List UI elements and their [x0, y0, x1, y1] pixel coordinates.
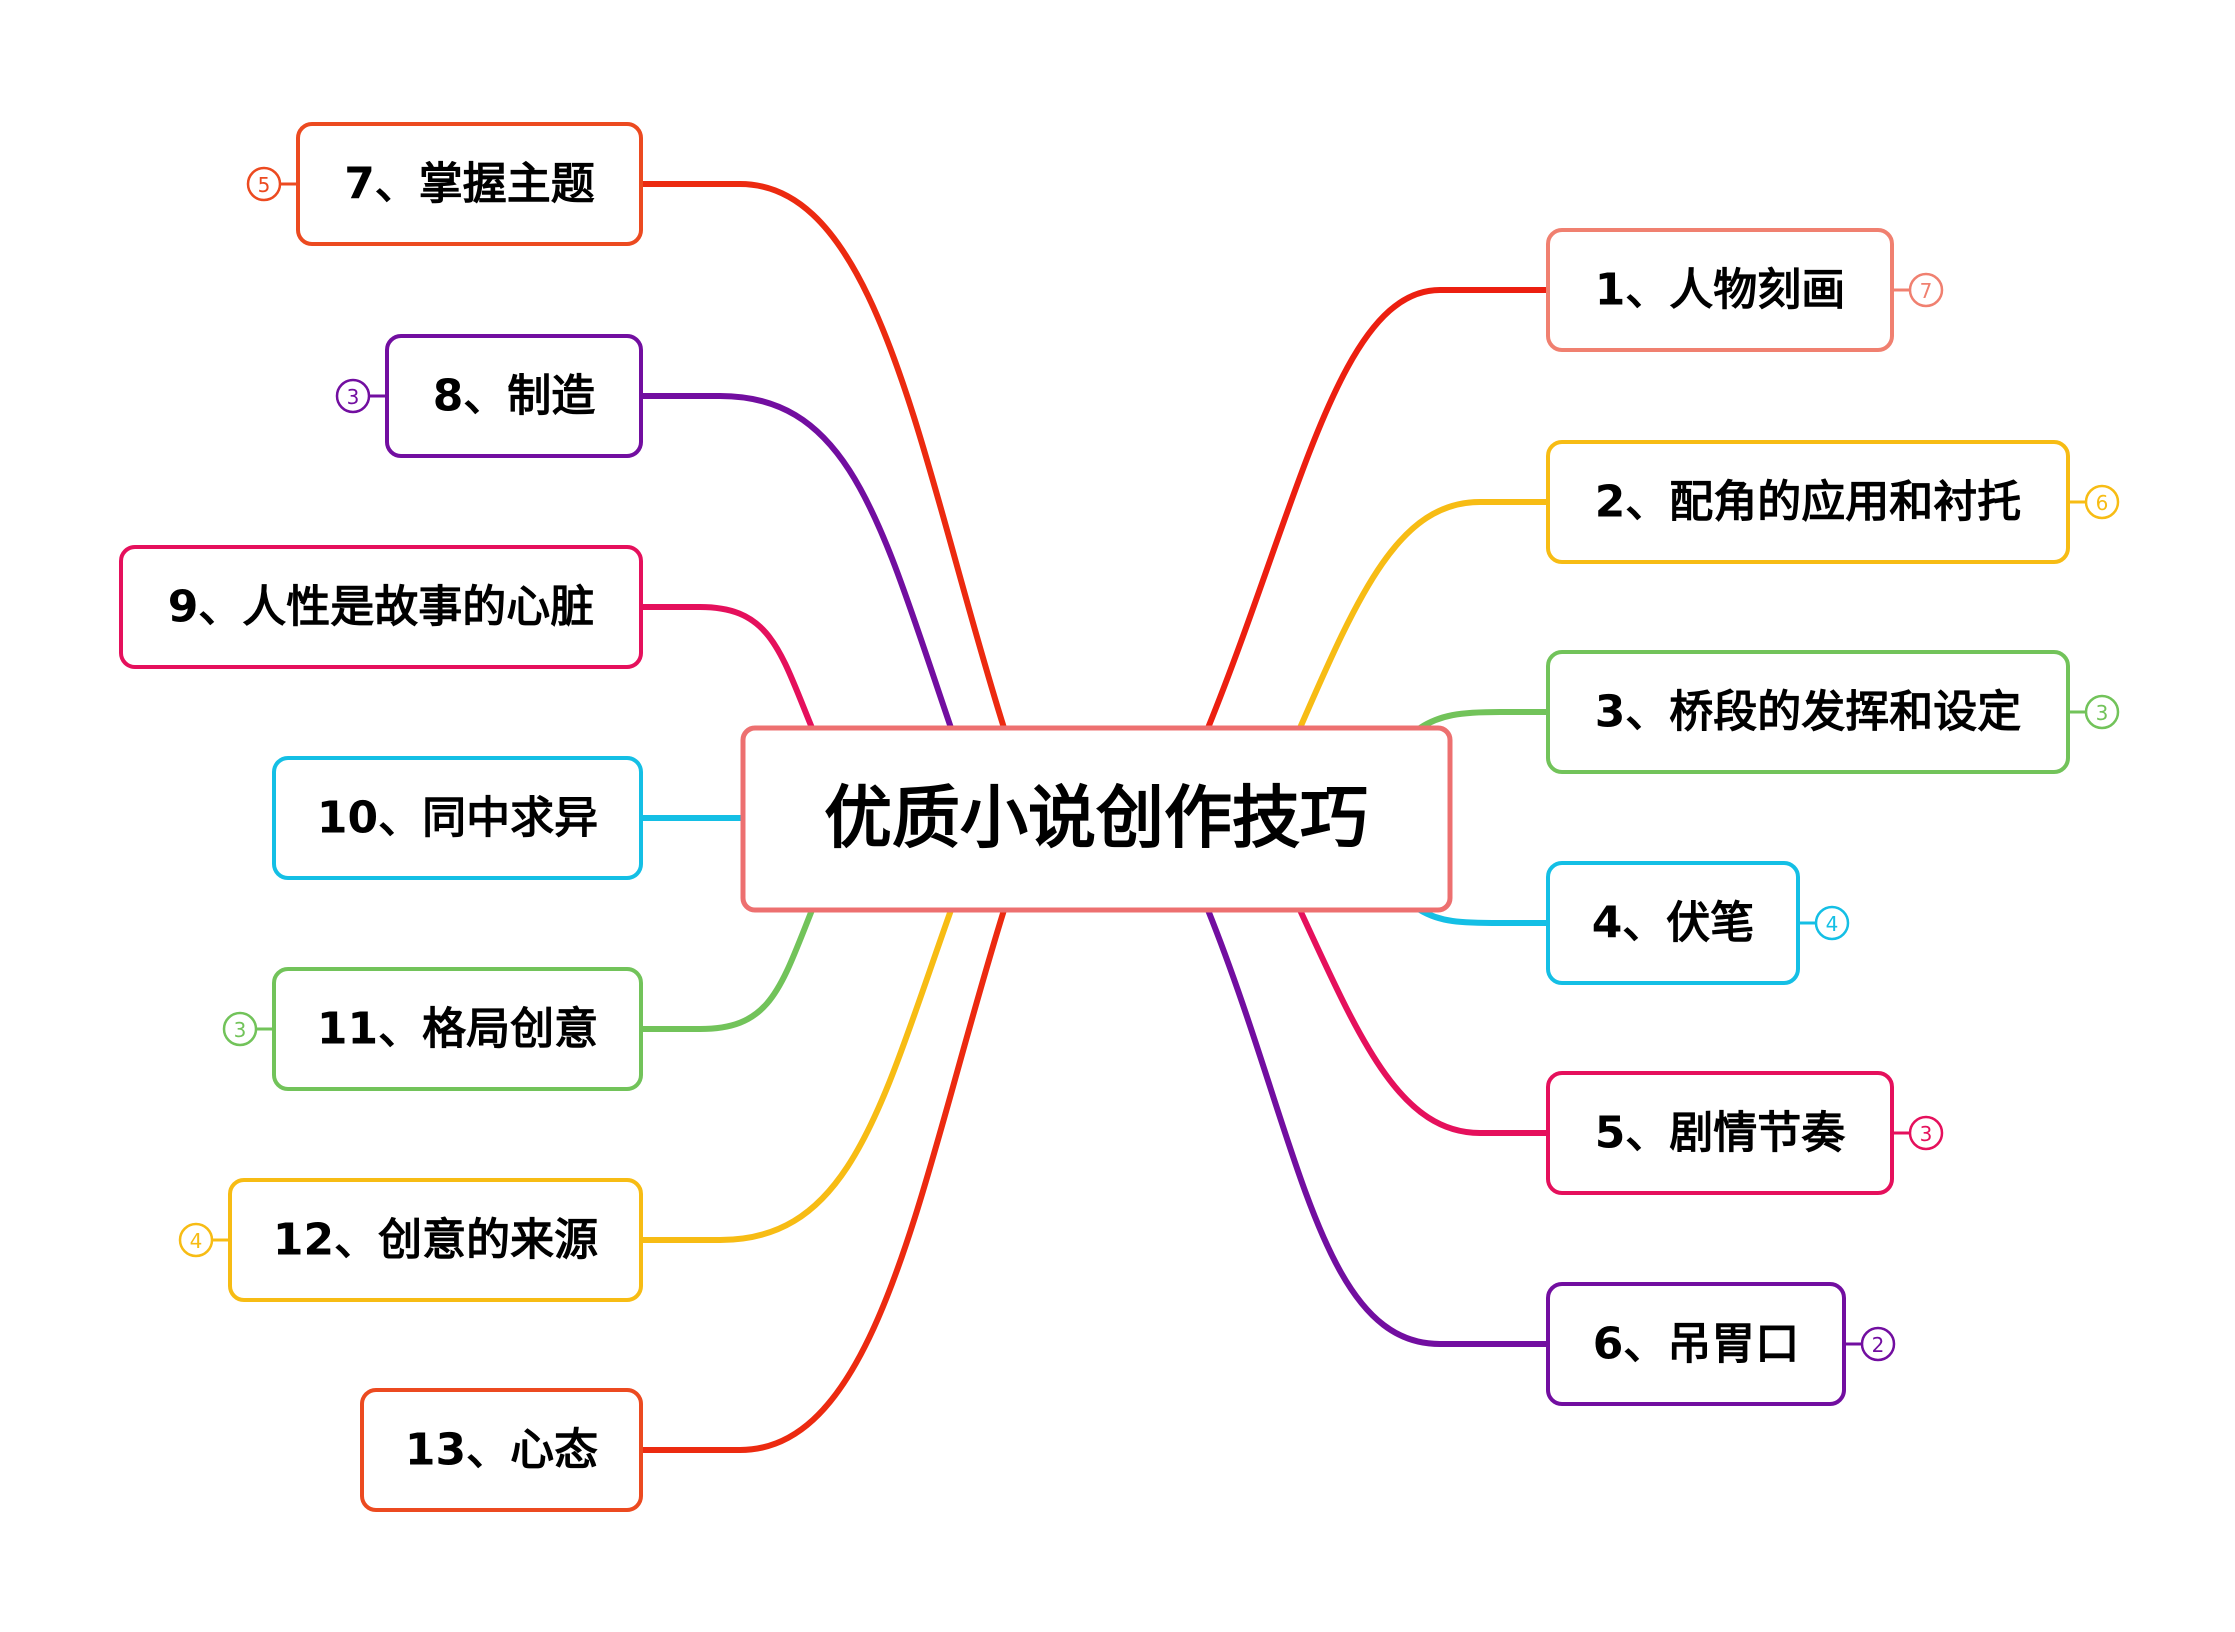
topic-box: [272, 756, 643, 880]
branch-nodes: 1、人物刻画 7 2、配角的应用和衬托 6 3、桥段的发挥和设定 3 4、伏笔 4 5、剧情节奏…: [119, 122, 2120, 1512]
connector-b11: [638, 907, 815, 1032]
topic-node-b1[interactable]: 1、人物刻画 7: [1546, 228, 1944, 352]
topic-node-b2[interactable]: 2、配角的应用和衬托 6: [1546, 440, 2120, 564]
collapse-badge[interactable]: [222, 1011, 258, 1047]
topic-label: 7、掌握主题: [344, 159, 595, 210]
topic-label: 10、同中求异: [317, 793, 598, 844]
topic-node-b5[interactable]: 5、剧情节奏 3: [1546, 1071, 1944, 1195]
collapse-badge[interactable]: [335, 378, 371, 414]
topic-label: 8、制造: [433, 371, 596, 422]
topic-node-b7[interactable]: 7、掌握主题 5: [246, 122, 643, 246]
topic-node-b6[interactable]: 6、吊胃口 2: [1546, 1282, 1896, 1406]
topic-label: 9、人性是故事的心脏: [168, 582, 595, 633]
child-count: 4: [190, 1229, 203, 1253]
topic-label: 11、格局创意: [317, 1004, 598, 1055]
child-count: 3: [2096, 701, 2109, 725]
connector-b13: [638, 907, 1007, 1453]
topic-label: 12、创意的来源: [273, 1215, 598, 1266]
topic-box: [119, 545, 643, 669]
collapse-badge[interactable]: [1860, 1326, 1896, 1362]
topic-label: 3、桥段的发挥和设定: [1595, 687, 2022, 738]
connector-b12: [638, 907, 954, 1243]
child-count: 3: [1920, 1122, 1933, 1146]
topic-label: 5、剧情节奏: [1595, 1108, 1847, 1159]
central-topic-title: 优质小说创作技巧: [824, 780, 1368, 859]
collapse-badge[interactable]: [2084, 484, 2120, 520]
connector-b1: [1205, 287, 1551, 731]
topic-node-b12[interactable]: 12、创意的来源 4: [178, 1178, 643, 1302]
connector-b8: [638, 393, 954, 731]
connector-b4: [1417, 907, 1551, 926]
connector-b7: [638, 181, 1007, 731]
topic-node-b13[interactable]: 13、心态: [360, 1388, 643, 1512]
collapse-badge[interactable]: [1908, 272, 1944, 308]
central-topic-box: [740, 725, 1453, 913]
child-count: 2: [1872, 1333, 1885, 1357]
connector-b9: [638, 604, 815, 731]
topic-label: 2、配角的应用和衬托: [1595, 477, 2022, 528]
child-count: 5: [258, 173, 271, 197]
topic-node-b10[interactable]: 10、同中求异: [272, 756, 643, 880]
topic-node-b9[interactable]: 9、人性是故事的心脏: [119, 545, 643, 669]
topic-box: [360, 1388, 643, 1512]
child-count: 4: [1826, 912, 1839, 936]
connector-b5: [1297, 907, 1551, 1136]
child-count: 7: [1920, 279, 1933, 303]
topic-node-b4[interactable]: 4、伏笔 4: [1546, 861, 1850, 985]
child-count: 3: [234, 1018, 247, 1042]
collapse-badge[interactable]: [1814, 905, 1850, 941]
collapse-badge[interactable]: [178, 1222, 214, 1258]
collapse-badge[interactable]: [1908, 1115, 1944, 1151]
topic-label: 1、人物刻画: [1595, 265, 1846, 316]
connector-b2: [1297, 499, 1551, 731]
topic-node-b3[interactable]: 3、桥段的发挥和设定 3: [1546, 650, 2120, 774]
connector-lines: [638, 181, 1551, 1453]
central-topic[interactable]: 优质小说创作技巧: [740, 725, 1453, 913]
collapse-badge[interactable]: [246, 166, 282, 202]
child-count: 3: [347, 385, 360, 409]
topic-node-b8[interactable]: 8、制造 3: [335, 334, 643, 458]
topic-node-b11[interactable]: 11、格局创意 3: [222, 967, 643, 1091]
topic-label: 4、伏笔: [1592, 898, 1755, 949]
connector-b6: [1205, 907, 1551, 1347]
topic-label: 13、心态: [405, 1425, 598, 1476]
connector-b3: [1417, 709, 1551, 731]
child-count: 6: [2096, 491, 2109, 515]
collapse-badge[interactable]: [2084, 694, 2120, 730]
topic-label: 6、吊胃口: [1593, 1319, 1800, 1370]
